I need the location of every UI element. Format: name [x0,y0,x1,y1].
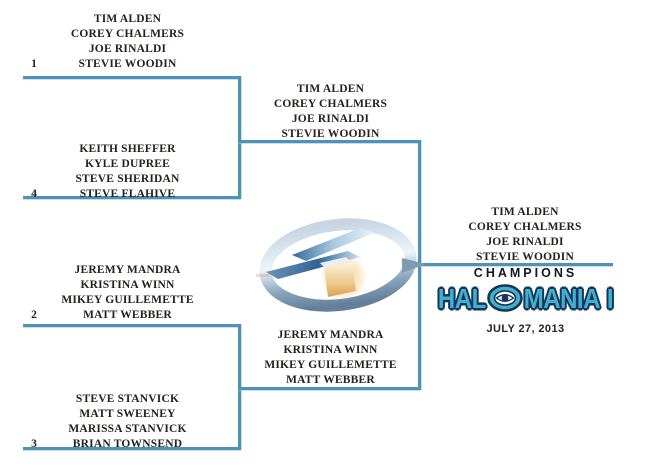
player-name: KRISTINA WINN [80,279,175,291]
player-name: COREY CHALMERS [468,221,582,233]
bracket-line-finalist-bottom [238,387,421,390]
player-name: KYLE DUPREE [85,158,170,170]
player-name: TIM ALDEN [93,13,162,25]
seed-number-2: 2 [31,309,37,321]
player-name: COREY CHALMERS [273,98,388,110]
player-name: MIKEY GUILLEMETTE [264,359,397,371]
bracket-connector-semi1 [238,76,241,199]
team-block-seed1: TIM ALDEN COREY CHALMERS JOE RINALDI STE… [30,12,225,72]
seed-number-4: 4 [31,188,37,200]
team-block-seed2: JEREMY MANDRA KRISTINA WINN MIKEY GUILLE… [30,263,225,323]
bracket-line-champion [418,263,613,266]
bracket-line-seed4 [23,196,241,199]
player-name: KRISTINA WINN [283,344,378,356]
player-name: KEITH SHEFFER [79,143,176,155]
player-name: COREY CHALMERS [70,28,185,40]
halomania-text-hal: HAL [437,283,486,315]
player-name: JEREMY MANDRA [74,264,181,276]
player-name: STEVIE WOODIN [78,58,177,70]
event-date: JULY 27, 2013 [486,323,565,335]
bracket-line-seed1 [23,76,241,79]
champion-block: TIM ALDEN COREY CHALMERS JOE RINALDI STE… [425,205,625,265]
seed-number-1: 1 [31,58,37,70]
bracket-line-seed3 [23,447,241,450]
player-name: STEVIE WOODIN [476,251,574,263]
player-name: MATT SWEENEY [79,408,176,420]
player-name: STEVE STANVICK [75,393,180,405]
halomania-text-mania: MANIA [523,283,601,315]
player-name: BRIAN TOWNSEND [72,438,183,450]
halomania-numeral: I [606,283,614,315]
seed-number-3: 3 [31,438,37,450]
halomania-logo: HAL MANIA I [413,281,638,318]
player-name: STEVIE WOODIN [281,128,380,140]
finalist-block-bottom: JEREMY MANDRA KRISTINA WINN MIKEY GUILLE… [240,328,421,388]
player-name: JEREMY MANDRA [277,329,384,341]
player-name: TIM ALDEN [491,206,559,218]
team-block-seed3: STEVE STANVICK MATT SWEENEY MARISSA STAN… [30,392,225,452]
player-name: MARISSA STANVICK [68,423,187,435]
player-name: STEVE FLAHIVE [79,188,176,200]
finalist-block-top: TIM ALDEN COREY CHALMERS JOE RINALDI STE… [240,82,421,142]
player-name: MATT WEBBER [286,374,375,386]
player-name: JOE RINALDI [291,113,370,125]
player-name: JOE RINALDI [486,236,564,248]
bracket-line-finalist-top [238,140,421,143]
player-name: MIKEY GUILLEMETTE [61,294,194,306]
player-name: MATT WEBBER [83,309,172,321]
halo-4-ring-icon [256,218,426,312]
player-name: JOE RINALDI [88,43,167,55]
bracket-line-seed2 [23,324,241,327]
player-name: STEVE SHERIDAN [75,173,180,185]
halo-eye-o-icon [486,283,523,318]
halo-4-logo [256,217,426,313]
champions-label: CHAMPIONS [473,266,578,280]
team-block-seed4: KEITH SHEFFER KYLE DUPREE STEVE SHERIDAN… [30,142,225,202]
player-name: TIM ALDEN [296,83,365,95]
